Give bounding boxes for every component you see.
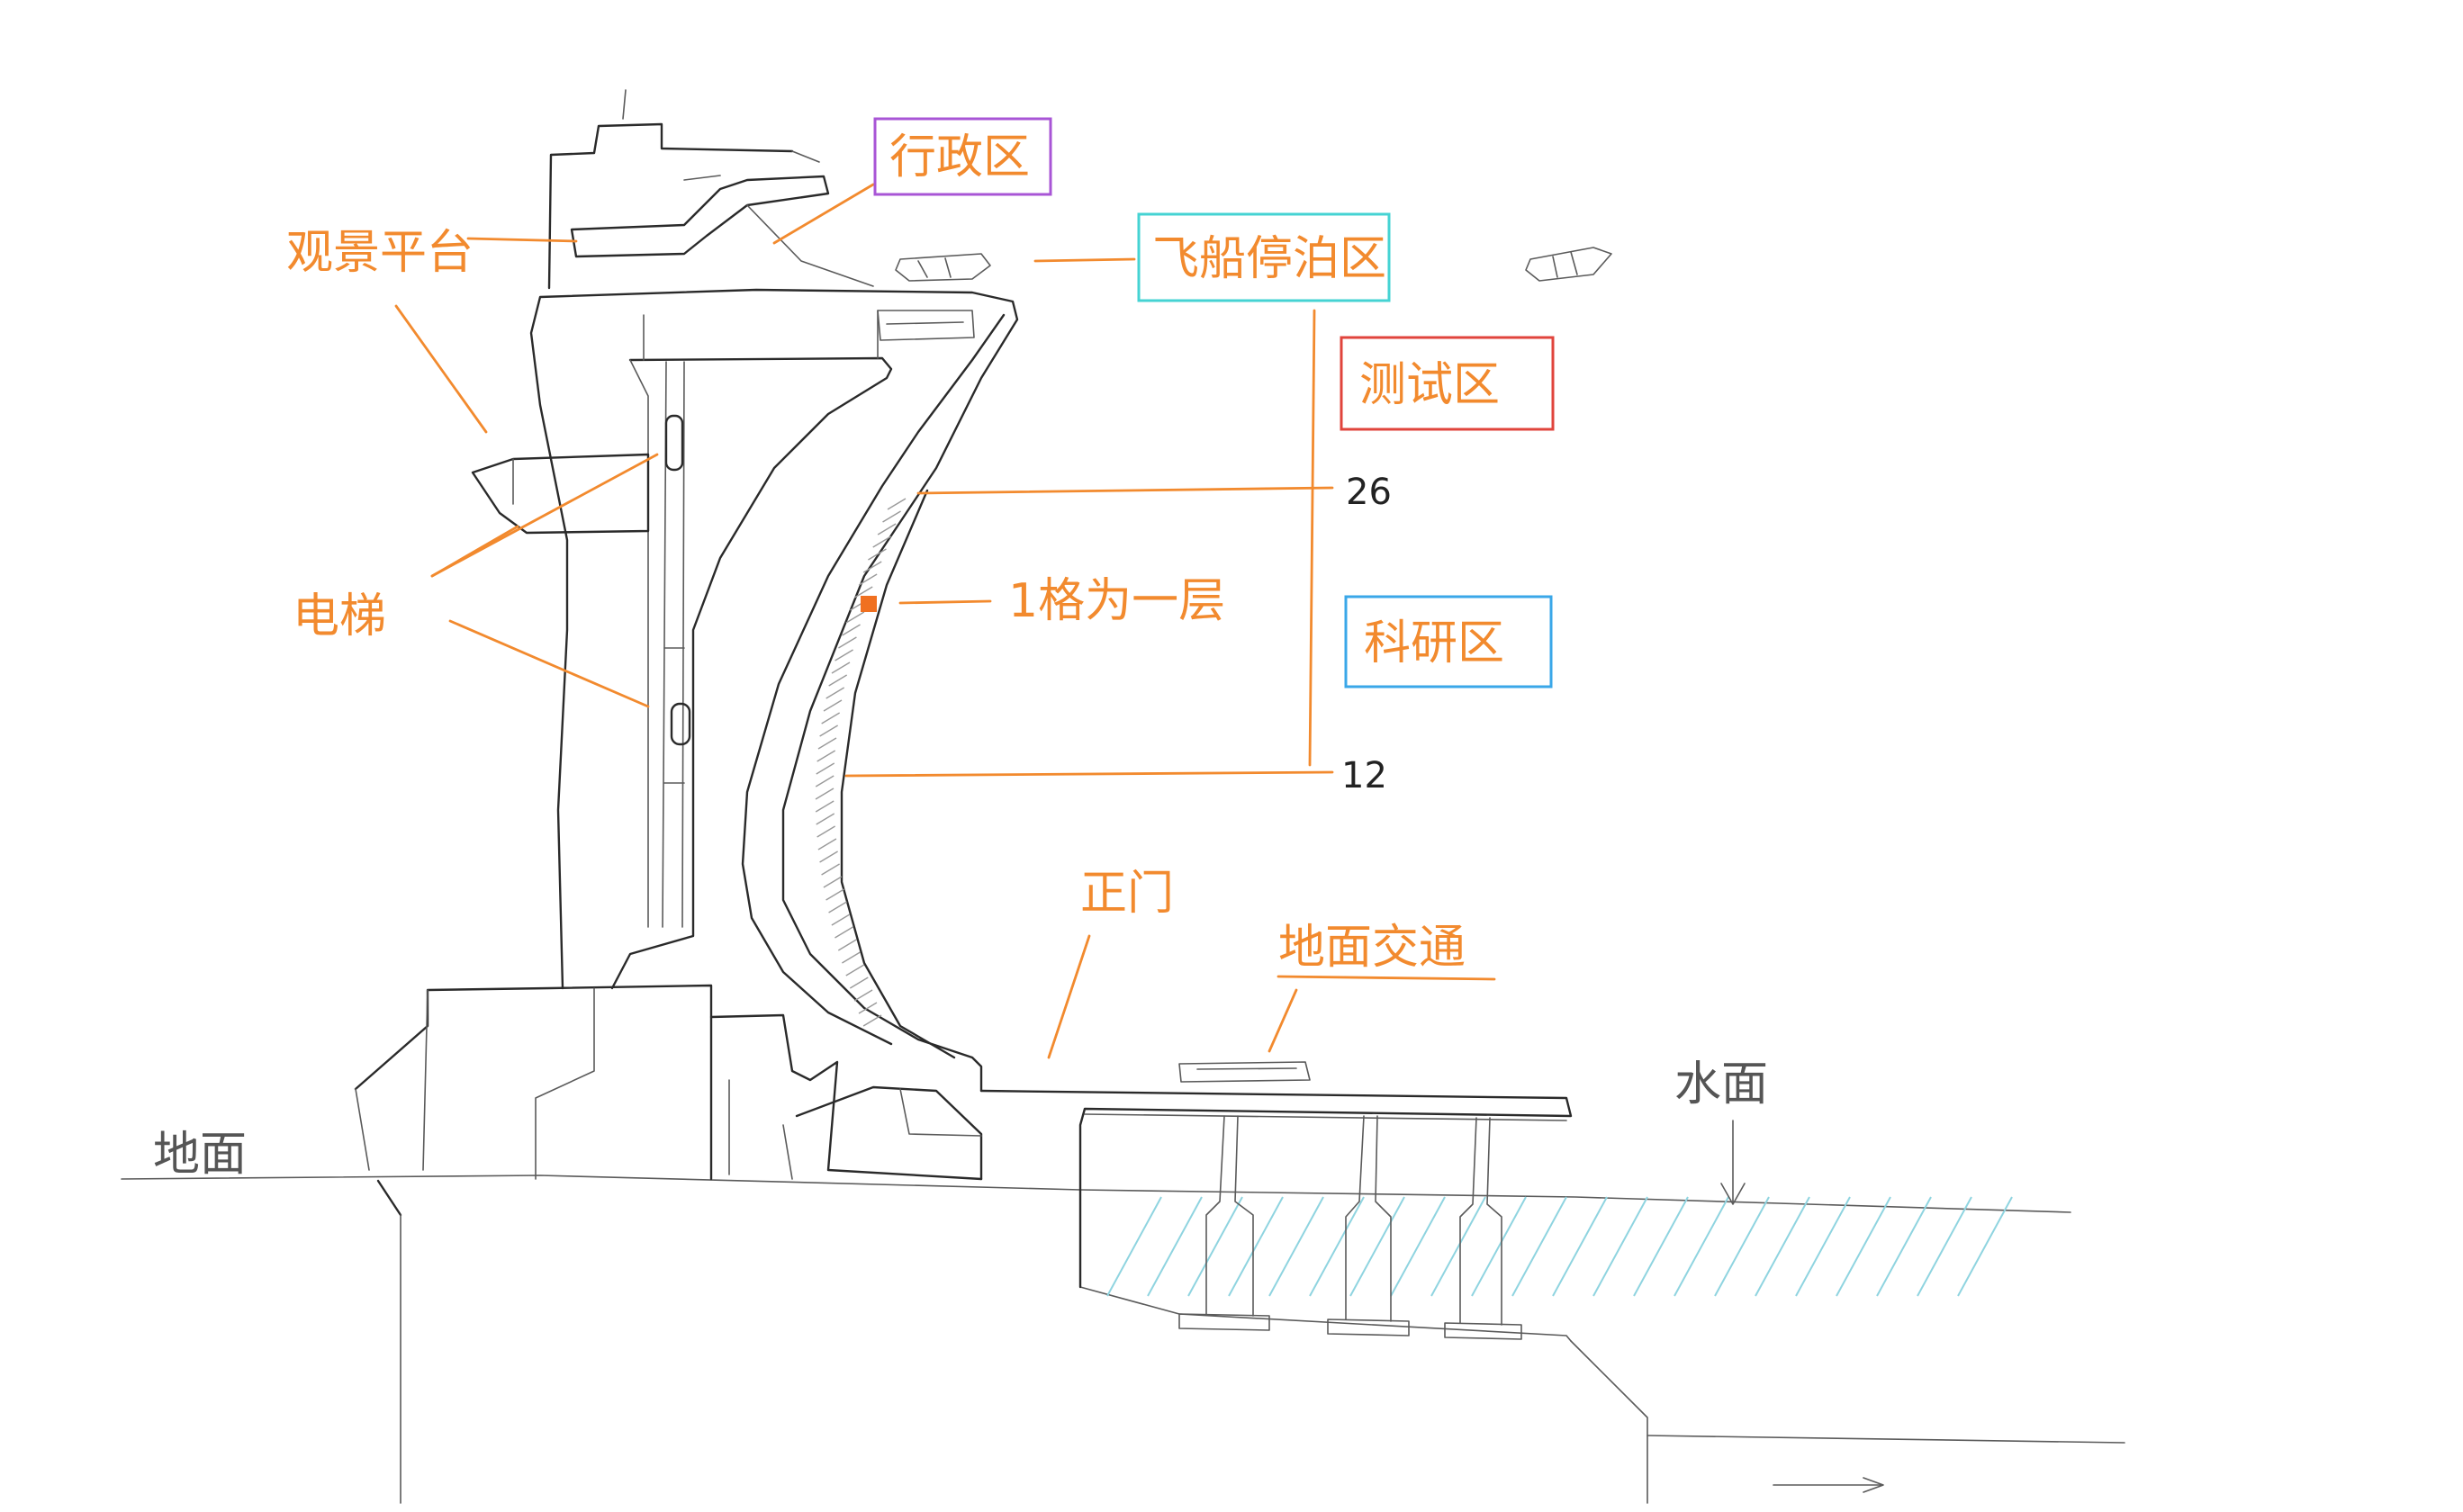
admin-zone-label: 行政区 xyxy=(873,117,1052,196)
floor-12-label: 12 xyxy=(1341,755,1387,796)
bridge-pier xyxy=(1444,1117,1522,1340)
water-surface-label: 水面 xyxy=(1674,1058,1768,1112)
grid-note-label: 1格为一层 xyxy=(1008,574,1225,628)
curved-facade-hatching xyxy=(815,498,907,1027)
admin-zone-box xyxy=(873,117,1052,196)
bridge xyxy=(979,1061,1573,1340)
grid-marker xyxy=(861,596,877,612)
dock-zone-box xyxy=(1137,212,1391,302)
elevator-car-icon xyxy=(664,414,684,472)
test-zone-box xyxy=(1340,336,1555,431)
test-zone-label: 测试区 xyxy=(1340,336,1555,431)
tower xyxy=(354,89,1019,1181)
dock-pad xyxy=(877,310,975,341)
elevator-label: 电梯 xyxy=(293,590,386,644)
spaceship-icon xyxy=(1525,247,1612,282)
spaceship-icon xyxy=(895,253,991,282)
research-zone-box xyxy=(1344,595,1553,688)
ground-label: 地面 xyxy=(153,1128,247,1182)
elevator-car-icon xyxy=(670,702,691,746)
leader-lines xyxy=(394,183,1746,1205)
dock-zone-text: 飞船停泊区 xyxy=(1152,232,1386,286)
observation-platform xyxy=(471,453,650,535)
observation-platform-label: 观景平台 xyxy=(286,226,474,280)
ground-line xyxy=(121,1174,1081,1504)
tower-base xyxy=(354,984,983,1181)
admin-zone-text: 行政区 xyxy=(889,130,1030,184)
ground-vehicle-icon xyxy=(1178,1061,1311,1083)
admin-block xyxy=(547,89,874,290)
bridge-pier xyxy=(1327,1115,1410,1336)
water-hatching xyxy=(1106,1196,2013,1297)
water-area xyxy=(1079,1189,2125,1504)
main-gate-label: 正门 xyxy=(1080,867,1174,921)
ground-traffic-label: 地面交通 xyxy=(1278,921,1466,975)
floor-26-label: 26 xyxy=(1346,472,1392,513)
dock-zone-label: 飞船停泊区 xyxy=(1137,212,1391,302)
flow-arrow-icon xyxy=(1773,1477,1884,1493)
research-zone-label: 科研区 xyxy=(1344,595,1553,688)
elevator-shaft xyxy=(662,361,691,928)
test-zone-text: 测试区 xyxy=(1359,358,1500,412)
bridge-pier xyxy=(1178,1115,1270,1331)
research-zone-text: 科研区 xyxy=(1364,616,1504,670)
